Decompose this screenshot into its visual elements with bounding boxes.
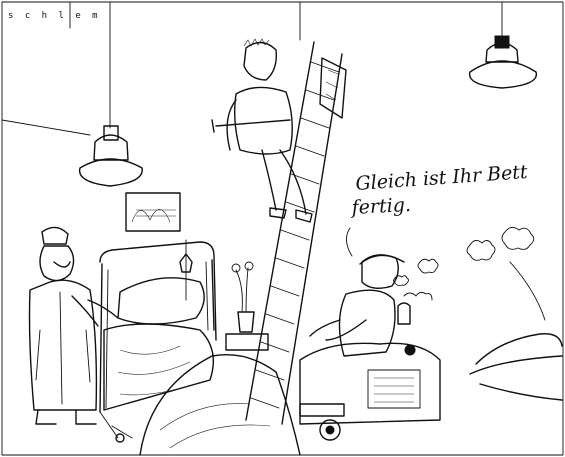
forklift-driver bbox=[309, 254, 433, 357]
ladder bbox=[245, 41, 343, 425]
foreground-blanket bbox=[139, 354, 301, 456]
xray-viewer bbox=[125, 192, 181, 232]
bedside-flowers bbox=[225, 261, 269, 351]
artist-signature: s c h l e m bbox=[8, 11, 101, 21]
nurse-figure bbox=[28, 226, 119, 425]
patient-on-ladder bbox=[211, 38, 347, 223]
hospital-bed bbox=[99, 241, 217, 443]
iv-drip bbox=[179, 239, 193, 301]
speech-line-2: fertig. bbox=[349, 194, 411, 219]
blanket-shading bbox=[159, 403, 271, 449]
speech-pointer bbox=[346, 227, 353, 257]
wall-clouds bbox=[393, 227, 535, 287]
left-ceiling-lamp bbox=[78, 1, 143, 187]
forklift-vehicle bbox=[299, 342, 441, 441]
foreground-bed bbox=[469, 333, 563, 401]
right-ceiling-lamp bbox=[468, 1, 538, 89]
speech-line-1: Gleich ist Ihr Bett bbox=[355, 161, 529, 195]
wall-baseline bbox=[509, 261, 546, 321]
room-wall-lines bbox=[1, 1, 301, 136]
